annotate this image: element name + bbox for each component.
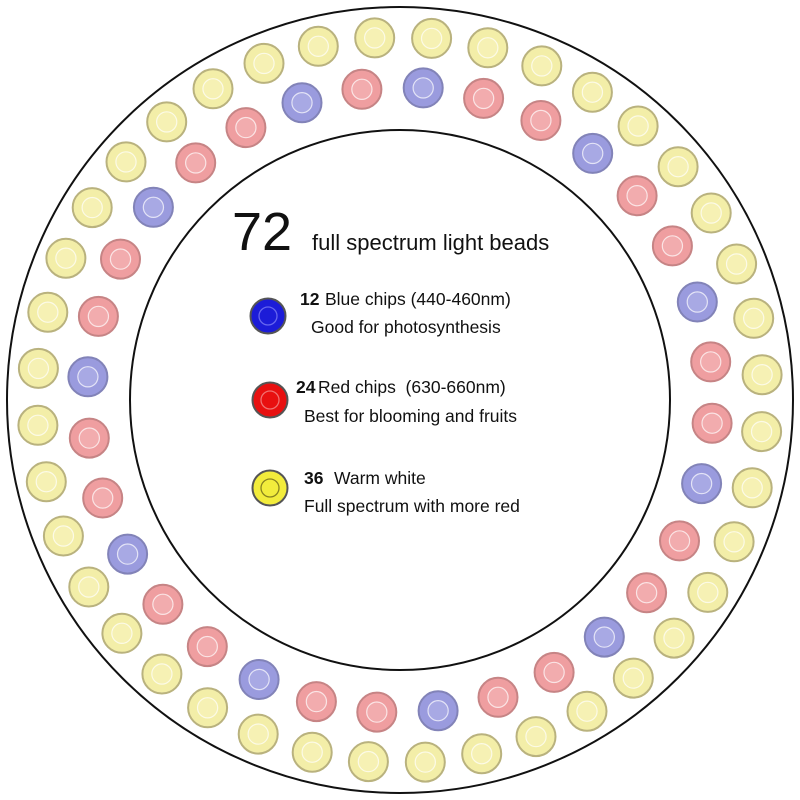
inner-bead-core: [487, 686, 509, 709]
legend-blue-line1: Blue chips (440-460nm): [325, 289, 511, 309]
outer-bead-core: [151, 663, 173, 685]
outer-bead-core: [531, 55, 553, 77]
inner-panel-border: [129, 129, 671, 671]
outer-bead-core: [700, 202, 722, 224]
inner-bead-core: [91, 487, 114, 509]
outer-bead-core: [27, 414, 49, 436]
outer-bead-core: [667, 155, 689, 178]
outer-bead-core: [35, 471, 57, 493]
legend-red: 24 Red chips (630-660nm) Best for bloomi…: [251, 377, 517, 426]
legend-blue-line2: Good for photosynthesis: [311, 317, 501, 337]
outer-bead-core: [52, 525, 75, 547]
legend-yellow-count: 36: [304, 468, 324, 488]
inner-bead-core: [668, 530, 691, 552]
outer-bead-core: [307, 35, 329, 57]
outer-bead-core: [357, 750, 380, 773]
inner-bead-core: [686, 291, 709, 313]
outer-bead-core: [622, 667, 645, 689]
red-led-chip-core: [260, 390, 280, 410]
inner-bead-core: [626, 184, 648, 207]
outer-bead-core: [81, 196, 103, 219]
inner-bead-core: [116, 543, 139, 565]
inner-bead-core: [427, 700, 449, 722]
inner-bead-core: [351, 78, 373, 101]
inner-bead-core: [78, 427, 101, 449]
inner-bead-core: [661, 235, 684, 257]
warm-white-led-chip-icon: [251, 469, 289, 507]
legend-red-line1: Red chips (630-660nm): [318, 377, 506, 397]
outer-bead-core: [247, 723, 269, 745]
blue-led-chip-core: [258, 306, 278, 326]
outer-bead-core: [627, 115, 649, 137]
blue-led-chip-icon: [249, 297, 287, 335]
outer-bead-core: [751, 364, 773, 386]
inner-bead-core: [291, 91, 313, 114]
inner-bead-core: [77, 366, 99, 388]
outer-bead-core: [55, 247, 77, 269]
inner-bead-core: [184, 152, 207, 174]
outer-bead-core: [420, 27, 443, 50]
outer-bead-core: [364, 27, 386, 49]
red-led-chip-icon: [251, 381, 289, 419]
outer-bead-core: [27, 357, 50, 380]
legend-yellow: 36 Warm white Full spectrum with more re…: [251, 468, 520, 516]
outer-bead-core: [576, 700, 598, 722]
inner-bead-core: [152, 593, 174, 616]
bead-layer: [17, 17, 783, 783]
outer-bead-core: [414, 751, 436, 773]
headline-number: 72: [232, 202, 292, 262]
inner-bead-core: [472, 87, 495, 110]
legend-yellow-line2: Full spectrum with more red: [304, 496, 520, 516]
inner-bead-core: [701, 412, 723, 434]
inner-bead-core: [593, 626, 616, 648]
legend-yellow-line1: Warm white: [334, 468, 426, 488]
outer-bead-core: [725, 253, 748, 275]
outer-bead-core: [477, 37, 499, 59]
inner-bead-core: [690, 472, 713, 495]
outer-bead-core: [155, 111, 178, 133]
inner-bead-core: [530, 109, 552, 132]
warm-white-led-chip-core: [260, 478, 280, 498]
inner-bead-core: [366, 701, 388, 723]
outer-bead-core: [741, 477, 763, 499]
inner-bead-core: [109, 248, 132, 270]
legend-blue: 12 Blue chips (440-460nm) Good for photo…: [249, 289, 511, 337]
outer-bead-core: [743, 307, 765, 329]
outer-bead-core: [253, 52, 275, 75]
inner-bead-core: [412, 77, 434, 99]
outer-bead-core: [663, 627, 685, 649]
legend-red-count: 24: [296, 377, 316, 397]
inner-bead-core: [248, 668, 270, 691]
outer-bead-core: [37, 301, 59, 323]
inner-bead-core: [305, 690, 328, 713]
outer-bead-core: [301, 741, 323, 763]
headline-text: full spectrum light beads: [312, 230, 549, 255]
outer-bead-core: [525, 725, 547, 748]
outer-bead-core: [723, 531, 745, 553]
outer-bead-core: [115, 151, 137, 173]
outer-bead-core: [750, 420, 773, 443]
inner-bead-core: [700, 351, 722, 373]
legend-red-line2: Best for blooming and fruits: [304, 406, 517, 426]
outer-bead-core: [111, 622, 133, 645]
outer-bead-core: [196, 697, 219, 719]
legend-blue-count: 12: [300, 289, 320, 309]
inner-bead-core: [635, 582, 658, 604]
outer-bead-core: [697, 581, 719, 604]
inner-bead-core: [87, 305, 110, 328]
outer-bead-core: [78, 576, 100, 598]
inner-bead-core: [582, 142, 604, 165]
inner-bead-core: [142, 196, 165, 218]
outer-bead-core: [471, 743, 493, 765]
outer-bead-core: [202, 78, 224, 100]
inner-bead-core: [543, 661, 565, 684]
inner-bead-core: [196, 635, 218, 658]
outer-bead-core: [581, 81, 604, 103]
inner-bead-core: [235, 116, 257, 139]
